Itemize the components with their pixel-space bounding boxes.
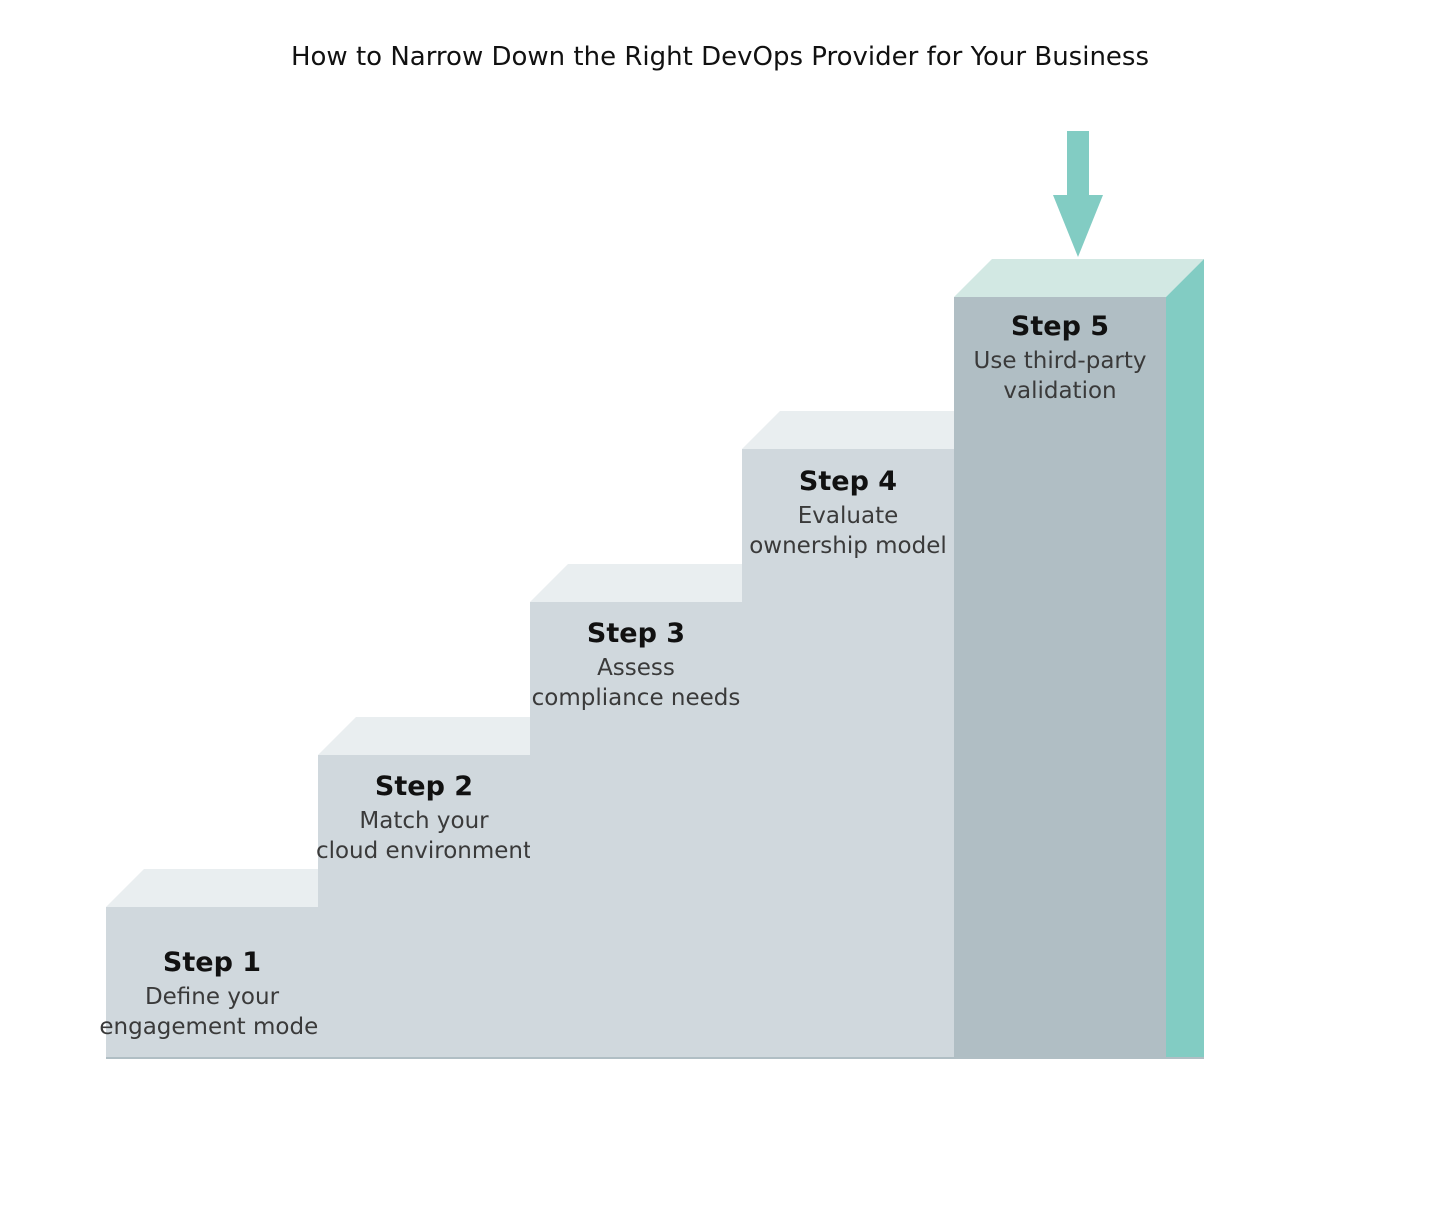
step-3-front-face: [530, 602, 742, 1058]
step-1-description-line-1: Define your: [145, 984, 280, 1010]
step-3-top-face: [530, 564, 780, 602]
step-5-description-line-1: Use third-party: [974, 348, 1147, 374]
step-1-front-face: [106, 907, 318, 1058]
step-1-title: Step 1: [163, 947, 261, 978]
step-3-description-line-2: compliance needs: [532, 685, 741, 711]
step-5-top-face: [954, 259, 1204, 297]
arrow-head: [1053, 195, 1103, 257]
arrow-down-icon: [1053, 131, 1103, 257]
step-4-front-face: [742, 449, 954, 1058]
step-1-description-line-2: engagement model: [99, 1014, 324, 1040]
step-5-title: Step 5: [1011, 311, 1109, 342]
step-5-description-line-2: validation: [1003, 378, 1116, 404]
step-5-side-face: [1166, 259, 1204, 1058]
step-2: Step 2 Match your cloud environment: [316, 717, 568, 1058]
step-2-description-line-1: Match your: [359, 808, 489, 834]
step-3-title: Step 3: [587, 618, 685, 649]
step-1-top-face: [106, 869, 356, 907]
steps-layer: Step 1 Define your engagement model Step 2 M…: [99, 131, 1204, 1059]
step-4: Step 4 Evaluate ownership model: [742, 411, 992, 1058]
step-2-front-face: [318, 755, 530, 1058]
step-4-title: Step 4: [799, 466, 897, 497]
diagram-title: How to Narrow Down the Right DevOps Prov…: [291, 42, 1149, 72]
step-3: Step 3 Assess compliance needs: [530, 564, 780, 1058]
step-2-top-face: [318, 717, 568, 755]
step-4-top-face: [742, 411, 992, 449]
step-1: Step 1 Define your engagement model: [99, 869, 356, 1058]
step-2-title: Step 2: [375, 771, 473, 802]
arrow-shaft: [1067, 131, 1089, 197]
step-3-description-line-1: Assess: [597, 655, 675, 681]
step-5: Step 5 Use third-party validation: [954, 131, 1204, 1058]
step-4-description-line-2: ownership model: [749, 533, 947, 559]
step-5-front-face: [954, 297, 1166, 1058]
step-2-description-line-2: cloud environment: [316, 838, 532, 864]
step-4-description-line-1: Evaluate: [798, 503, 898, 529]
